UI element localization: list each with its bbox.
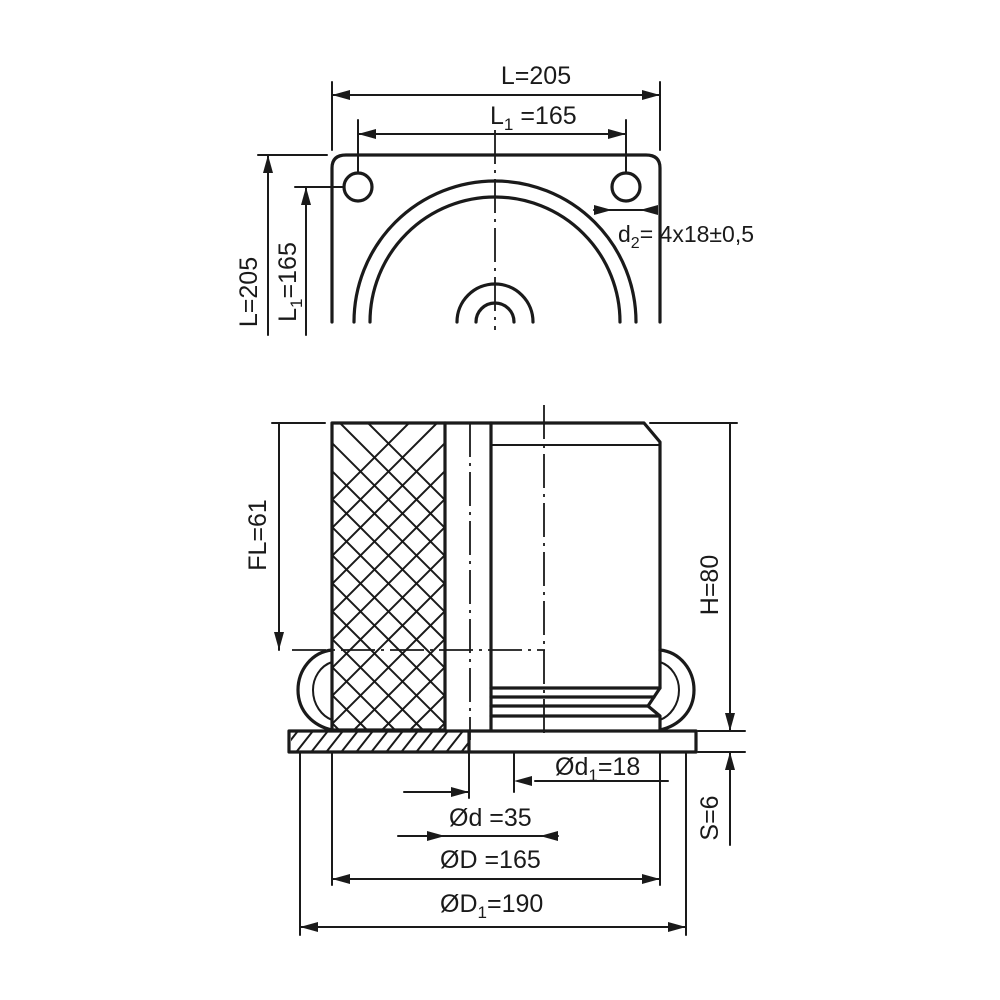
- dim-base-diameter: ØD1=190: [299, 751, 687, 936]
- rubber-bulge-right: [658, 648, 696, 732]
- dim-hole-diameter: d2= 4x18±0,5: [593, 205, 754, 252]
- mounting-hole-right: [610, 171, 642, 203]
- thread-lines: [489, 686, 662, 718]
- dim-top-width: L=205: [331, 62, 661, 151]
- bore-diameter-label: Ød =35: [449, 804, 532, 832]
- hole-diameter-label: d2= 4x18±0,5: [618, 221, 754, 252]
- top-height-label: L=205: [235, 257, 263, 327]
- base-plate-hatching: [291, 731, 469, 752]
- height-label: H=80: [696, 555, 724, 615]
- free-length-label: FL=61: [244, 499, 272, 571]
- rubber-bulge-left: [296, 648, 334, 732]
- dim-body-diameter: ØD =165: [331, 751, 661, 886]
- thread-diameter-label: Ød1=18: [555, 753, 640, 785]
- base-diameter-label: ØD1=190: [440, 890, 543, 922]
- top-width-label: L=205: [501, 62, 571, 90]
- rubber-crosshatch: [332, 423, 445, 730]
- base-plate: [287, 729, 698, 754]
- side-view: FL=61 H=80 S=6 Ød1=18: [244, 405, 746, 936]
- dim-thickness: S=6: [696, 730, 746, 846]
- inner-height-label: L1=165: [274, 242, 306, 322]
- dim-height: H=80: [649, 422, 738, 732]
- rubber-body-right-outline: [443, 421, 662, 732]
- rubber-bulge-right-inner: [659, 661, 680, 721]
- mounting-hole-left: [342, 171, 374, 203]
- dim-free-length: FL=61: [244, 422, 326, 651]
- rubber-bulge-left-inner: [312, 661, 333, 721]
- dim-top-height: L=205: [235, 154, 328, 336]
- thickness-label: S=6: [696, 795, 724, 840]
- rubber-section: [330, 421, 447, 732]
- dim-thread-diameter: Ød1=18: [513, 751, 669, 793]
- top-view: L=205 L1 =165 L=205 L1=165: [235, 62, 754, 336]
- hole-spacing-label: L1 =165: [490, 102, 577, 134]
- body-diameter-label: ØD =165: [440, 846, 541, 874]
- top-plate-outline: [330, 153, 662, 324]
- dim-hole-spacing: L1 =165: [357, 102, 627, 174]
- dim-inner-height: L1=165: [274, 186, 345, 336]
- dim-bore-diameter: Ød =35: [397, 751, 559, 841]
